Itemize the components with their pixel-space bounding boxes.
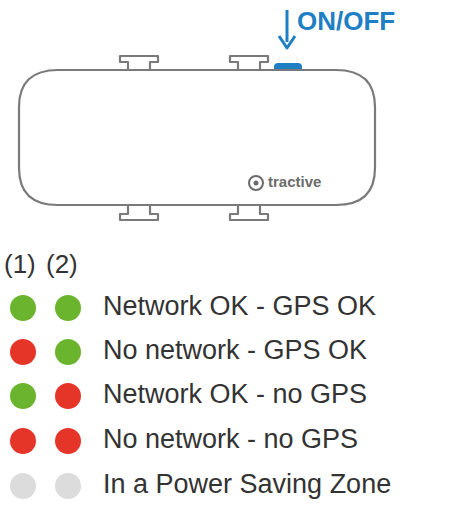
tracker-body: tractive [18, 69, 376, 206]
logo-icon [249, 176, 263, 190]
legend-text: Network OK - no GPS [103, 379, 367, 410]
legend-row: Network OK - no GPS [10, 376, 445, 416]
clip-tab [120, 56, 158, 71]
button-label: ON/OFF [297, 6, 395, 37]
status-dots [10, 288, 90, 328]
column-number: (1) [4, 249, 36, 280]
status-dots [10, 376, 90, 416]
brand-logo-text: tractive [268, 173, 321, 190]
arrow-head [279, 36, 295, 48]
led-dot [10, 473, 36, 499]
led-dot [55, 383, 81, 409]
clip-tab [120, 205, 158, 220]
legend-text: No network - no GPS [103, 424, 358, 455]
legend-text: No network - GPS OK [103, 335, 367, 366]
led-dot [10, 339, 36, 365]
led-dot [55, 295, 81, 321]
led-dot [55, 428, 81, 454]
legend-row: Network OK - GPS OK [10, 288, 445, 328]
led-dot [10, 295, 36, 321]
led-dot [10, 383, 36, 409]
legend-text: Network OK - GPS OK [103, 291, 376, 322]
legend-row: No network - GPS OK [10, 332, 445, 372]
led-dot [55, 339, 81, 365]
status-dots [10, 421, 90, 461]
legend-row: In a Power Saving Zone [10, 466, 445, 506]
column-number: (2) [46, 249, 78, 280]
status-dots [10, 466, 90, 506]
status-dots [10, 332, 90, 372]
led-dot [55, 473, 81, 499]
led-dot [10, 428, 36, 454]
press-arrow [286, 10, 289, 42]
legend-row: No network - no GPS [10, 421, 445, 461]
housing-outline [19, 70, 375, 205]
legend-text: In a Power Saving Zone [103, 469, 391, 500]
clip-tab [230, 205, 268, 220]
clip-tab [230, 56, 268, 71]
tracker-outline [18, 69, 376, 206]
